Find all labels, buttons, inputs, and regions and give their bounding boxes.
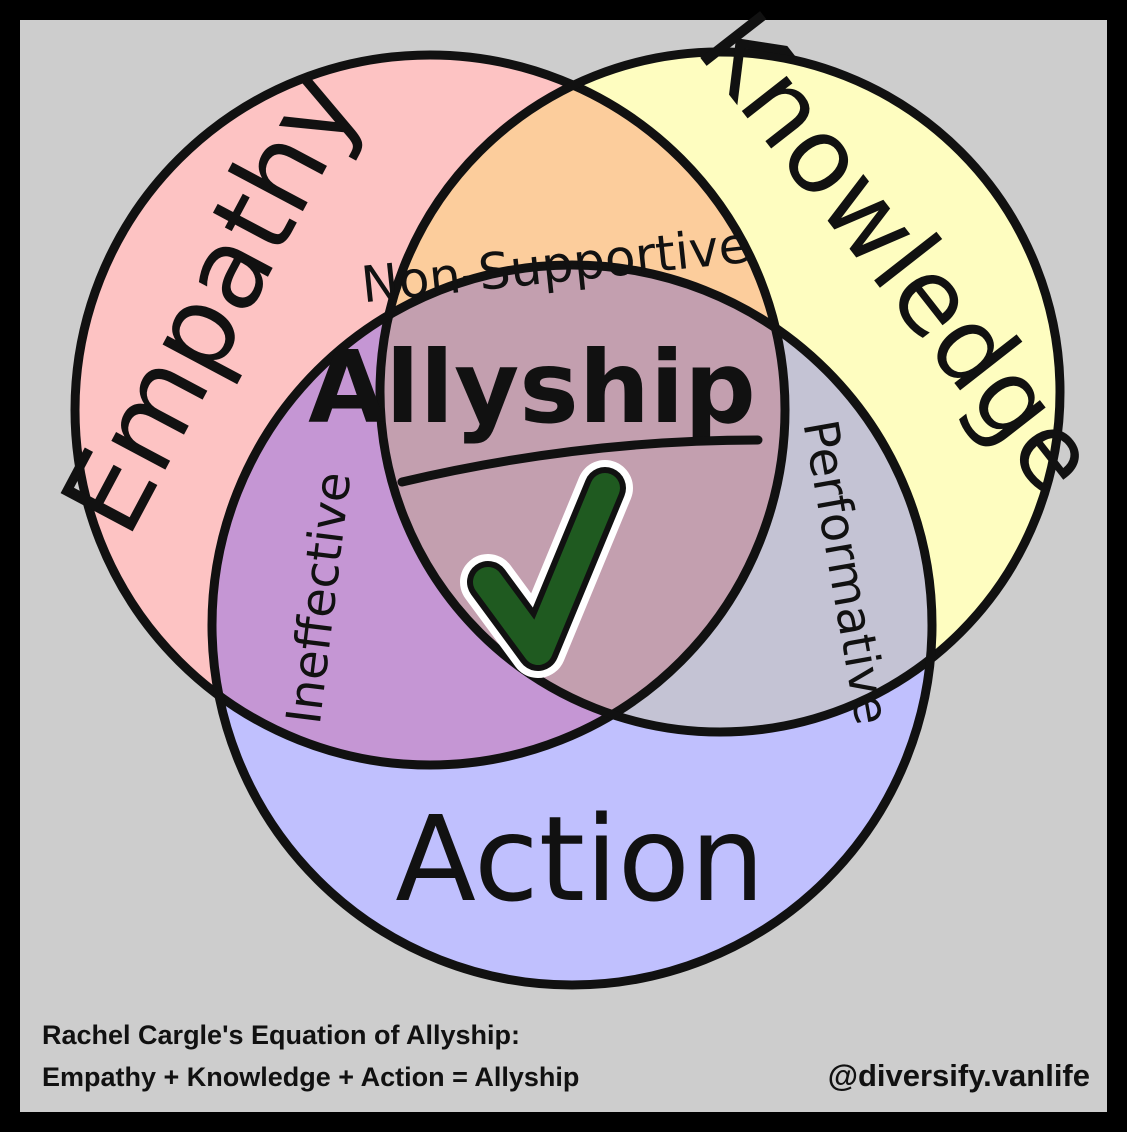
credit-handle: @diversify.vanlife [828,1058,1090,1093]
caption-line-1: Rachel Cargle's Equation of Allyship: [42,1020,520,1050]
empathy-outline [70,50,790,770]
caption-line-2: Empathy + Knowledge + Action = Allyship [42,1062,579,1092]
action-label: Action [395,790,765,928]
knowledge-outline [375,47,1065,737]
action-outline [207,260,937,990]
allyship-underline [397,435,763,487]
allyship-label: Allyship [308,329,756,446]
checkmark-icon [460,460,633,678]
